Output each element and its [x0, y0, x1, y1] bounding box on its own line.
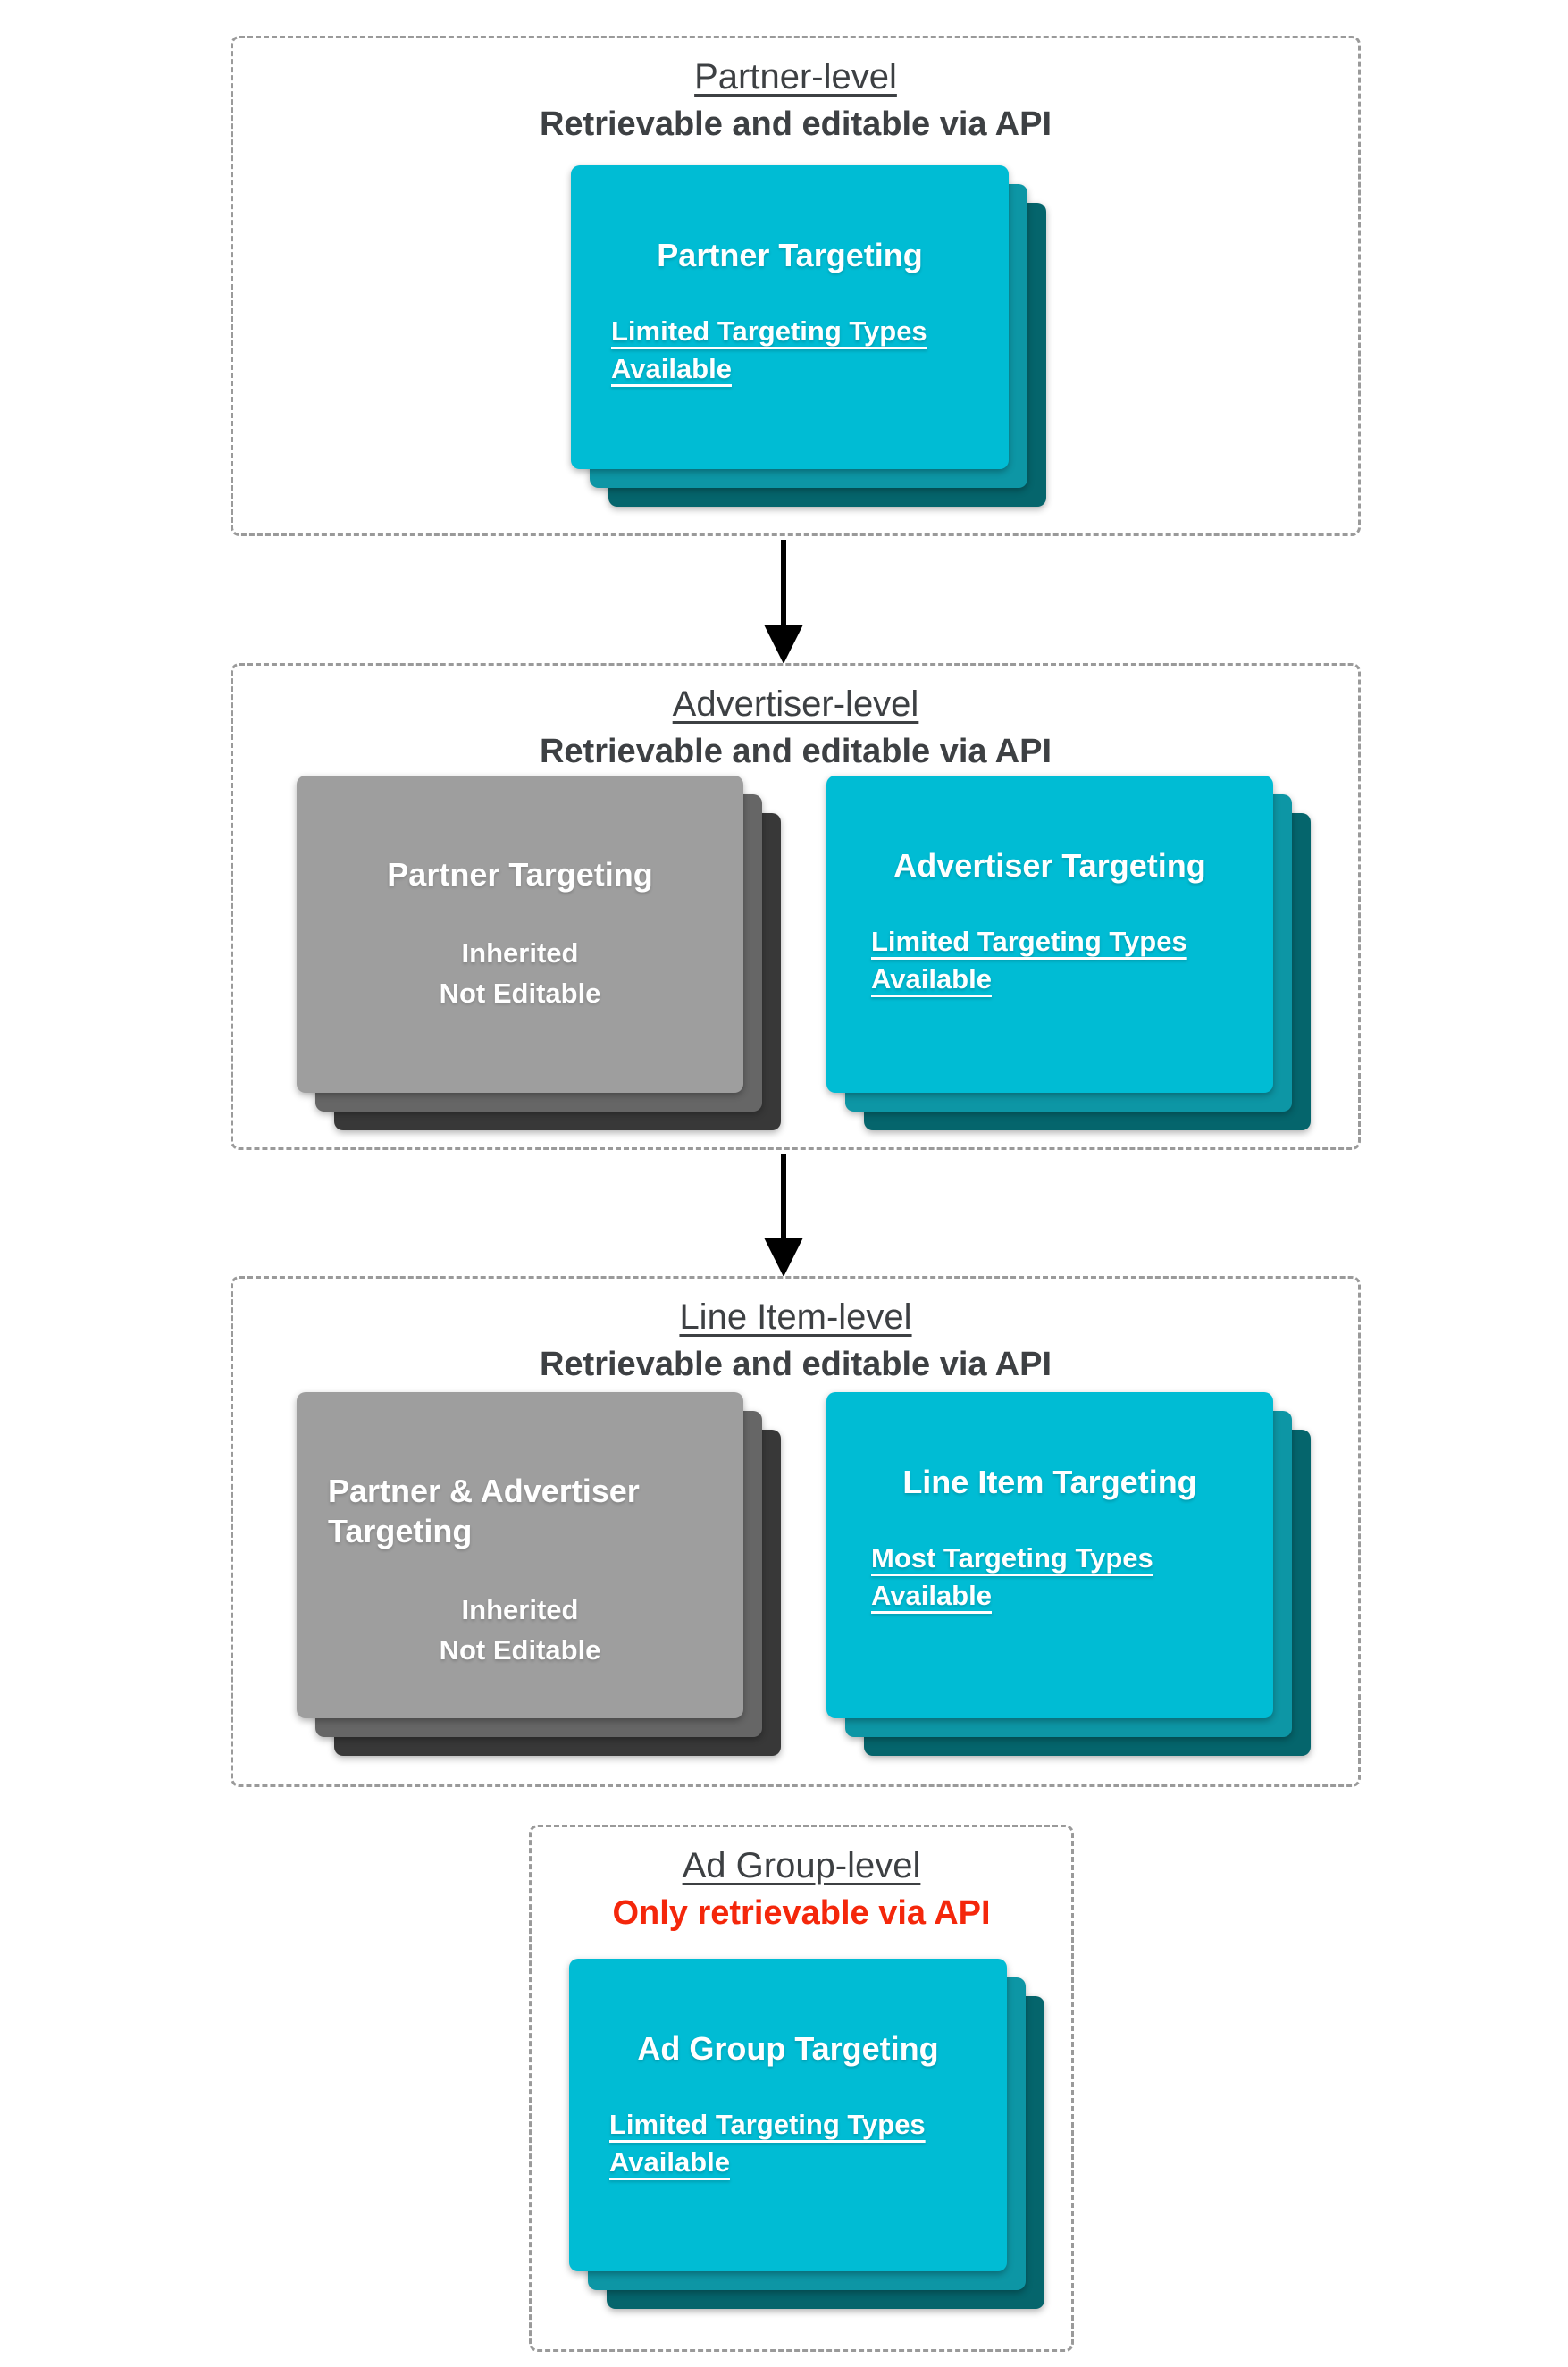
card-subtitle: Limited Targeting Types Available	[871, 926, 1187, 995]
card-front: Advertiser Targeting Limited Targeting T…	[826, 776, 1273, 1093]
api-access-note: Retrievable and editable via API	[539, 733, 1052, 770]
down-arrow-icon	[781, 540, 786, 627]
card-front: Ad Group Targeting Limited Targeting Typ…	[569, 1959, 1007, 2271]
card-subtitle: Limited Targeting Types Available	[611, 315, 927, 384]
card-front: Partner & Advertiser Targeting Inherited…	[297, 1392, 743, 1718]
card-title: Partner Targeting	[657, 237, 923, 273]
api-access-note: Retrievable and editable via API	[539, 1346, 1052, 1383]
down-arrow-head-icon	[764, 625, 803, 664]
card-subtitle: Limited Targeting Types Available	[609, 2109, 926, 2178]
down-arrow-head-icon	[764, 1238, 803, 1277]
card-title: Partner & Advertiser Targeting	[328, 1473, 640, 1549]
level-title: Advertiser-level	[672, 684, 919, 724]
api-access-note: Retrievable and editable via API	[539, 105, 1052, 143]
card-line: Inherited	[461, 937, 579, 969]
card-title: Line Item Targeting	[902, 1464, 1197, 1500]
card-front: Partner Targeting Inherited Not Editable	[297, 776, 743, 1093]
card-front: Line Item Targeting Most Targeting Types…	[826, 1392, 1273, 1718]
level-title: Line Item-level	[679, 1297, 912, 1337]
card-title: Advertiser Targeting	[893, 847, 1206, 884]
down-arrow-icon	[781, 1154, 786, 1240]
card-line: Not Editable	[439, 977, 601, 1009]
level-title: Partner-level	[694, 57, 897, 97]
level-title: Ad Group-level	[682, 1846, 921, 1885]
card-line: Inherited	[461, 1594, 579, 1625]
card-line: Not Editable	[439, 1633, 601, 1666]
card-title: Partner Targeting	[387, 856, 653, 893]
card-title: Ad Group Targeting	[637, 2030, 939, 2067]
card-front: Partner Targeting Limited Targeting Type…	[571, 165, 1009, 469]
api-access-note: Only retrievable via API	[612, 1894, 991, 1932]
card-subtitle: Most Targeting Types Available	[871, 1542, 1153, 1611]
